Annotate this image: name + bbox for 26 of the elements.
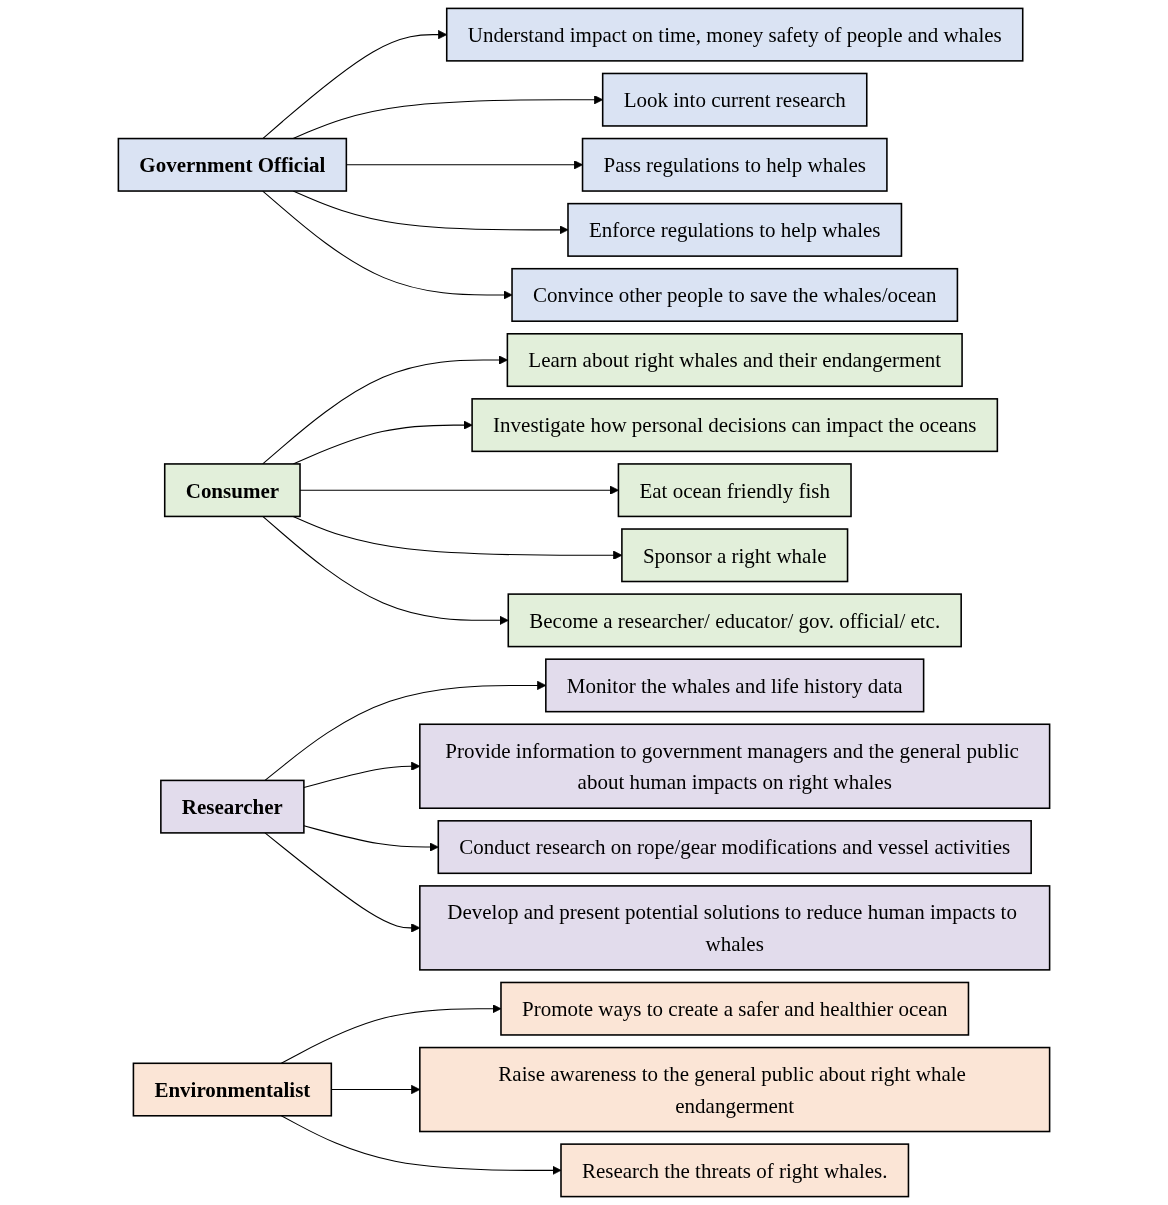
arrow [280, 1115, 562, 1175]
node-box: Environmentalist [132, 1062, 333, 1117]
node-box: Eat ocean friendly fish [617, 463, 852, 518]
node-box: Investigate how personal decisions can impact the oceans [471, 398, 999, 453]
node-box: Promote ways to create a safer and healthier ocean [500, 981, 970, 1036]
node-box: Sponsor a right whale [621, 528, 849, 583]
node-box: Research the threats of right whales. [560, 1143, 910, 1198]
node-box: Convince other people to save the whales/ocean [511, 267, 959, 322]
node-box: Become a researcher/ educator/ gov. official/ etc. [507, 593, 962, 648]
node-box: Monitor the whales and life history data [545, 658, 925, 713]
arrow [262, 515, 509, 625]
arrow [262, 190, 513, 300]
node-box: Raise awareness to the general public about right whale endangerment [419, 1046, 1051, 1133]
node-box: Enforce regulations to help whales [567, 202, 903, 257]
node-box: Learn about right whales and their endangerment [506, 333, 963, 388]
node-box: Pass regulations to help whales [581, 137, 888, 192]
node-box: Conduct research on rope/gear modifications and vessel activities [437, 820, 1032, 875]
arrow [262, 355, 508, 465]
node-box: Look into current research [601, 72, 868, 127]
node-box: Understand impact on time, money safety of people and whales [445, 7, 1024, 62]
node-box: Provide information to government managers and the general public about human impacts on right whales [419, 723, 1051, 809]
arrow [303, 825, 439, 852]
node-box: Researcher [160, 779, 305, 834]
node-box: Government Official [117, 137, 348, 192]
node-box: Develop and present potential solutions to reduce human impacts to whales [419, 885, 1051, 971]
node-box: Consumer [163, 463, 301, 518]
